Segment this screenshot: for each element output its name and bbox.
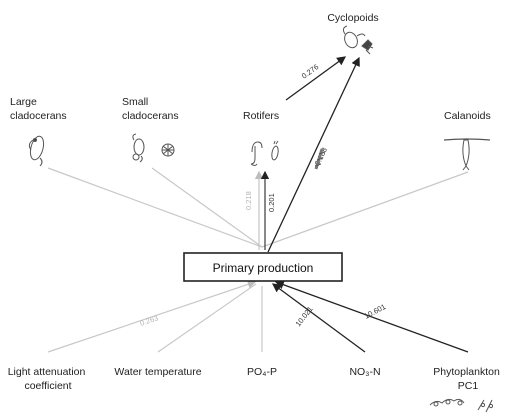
small-cladocerans-label: Small cladocerans	[122, 96, 179, 122]
link-water-temperature	[157, 283, 257, 353]
primary-production-label: Primary production	[213, 261, 314, 275]
light-attenuation-label: Light attenuation coefficient	[8, 366, 89, 392]
edge-label-rotifers-faint: 0.218	[244, 191, 253, 210]
faint-links	[47, 167, 469, 353]
cyclopoids-label: Cyclopoids	[327, 12, 378, 24]
water-temperature-label: Water temperature	[114, 366, 201, 378]
rotifer-sketch-icon	[250, 140, 279, 166]
edge-label-light: 0.263	[139, 313, 160, 328]
cyclopoid-sketch-icon	[342, 25, 374, 55]
po4p-label: PO₄-P	[247, 366, 277, 378]
large-cladocerans-label: Large cladocerans	[10, 96, 67, 122]
small-cladoceran-sketch-icon	[132, 133, 175, 163]
phytoplankton-sketch-icon	[429, 398, 494, 413]
primary-production-node: Primary production	[183, 252, 343, 282]
link-rotifers-to-cyclopoids	[285, 56, 347, 101]
rotifers-label: Rotifers	[243, 110, 279, 122]
phytoplankton-label: Phytoplankton PC1	[433, 366, 502, 392]
link-center-to-cyclopoids	[267, 56, 360, 253]
link-small-cladocerans	[151, 167, 263, 248]
no3n-label: NO₃-N	[349, 366, 380, 378]
link-light-attenuation	[47, 280, 257, 353]
rotifer-worm-sketch-icon	[314, 148, 326, 170]
large-cladoceran-sketch-icon	[28, 135, 45, 167]
calanoid-sketch-icon	[443, 138, 491, 171]
link-large-cladocerans	[47, 167, 263, 248]
link-no3n-to-center	[271, 283, 366, 353]
link-phyto-to-center	[274, 280, 469, 353]
edge-label-no3n: 10.021	[293, 305, 314, 329]
rotifer-channel	[254, 170, 270, 250]
link-calanoids	[261, 171, 469, 248]
calanoids-label: Calanoids	[444, 110, 491, 122]
dark-links	[267, 56, 469, 353]
edge-label-rotifers-dark: 0.201	[267, 193, 276, 212]
